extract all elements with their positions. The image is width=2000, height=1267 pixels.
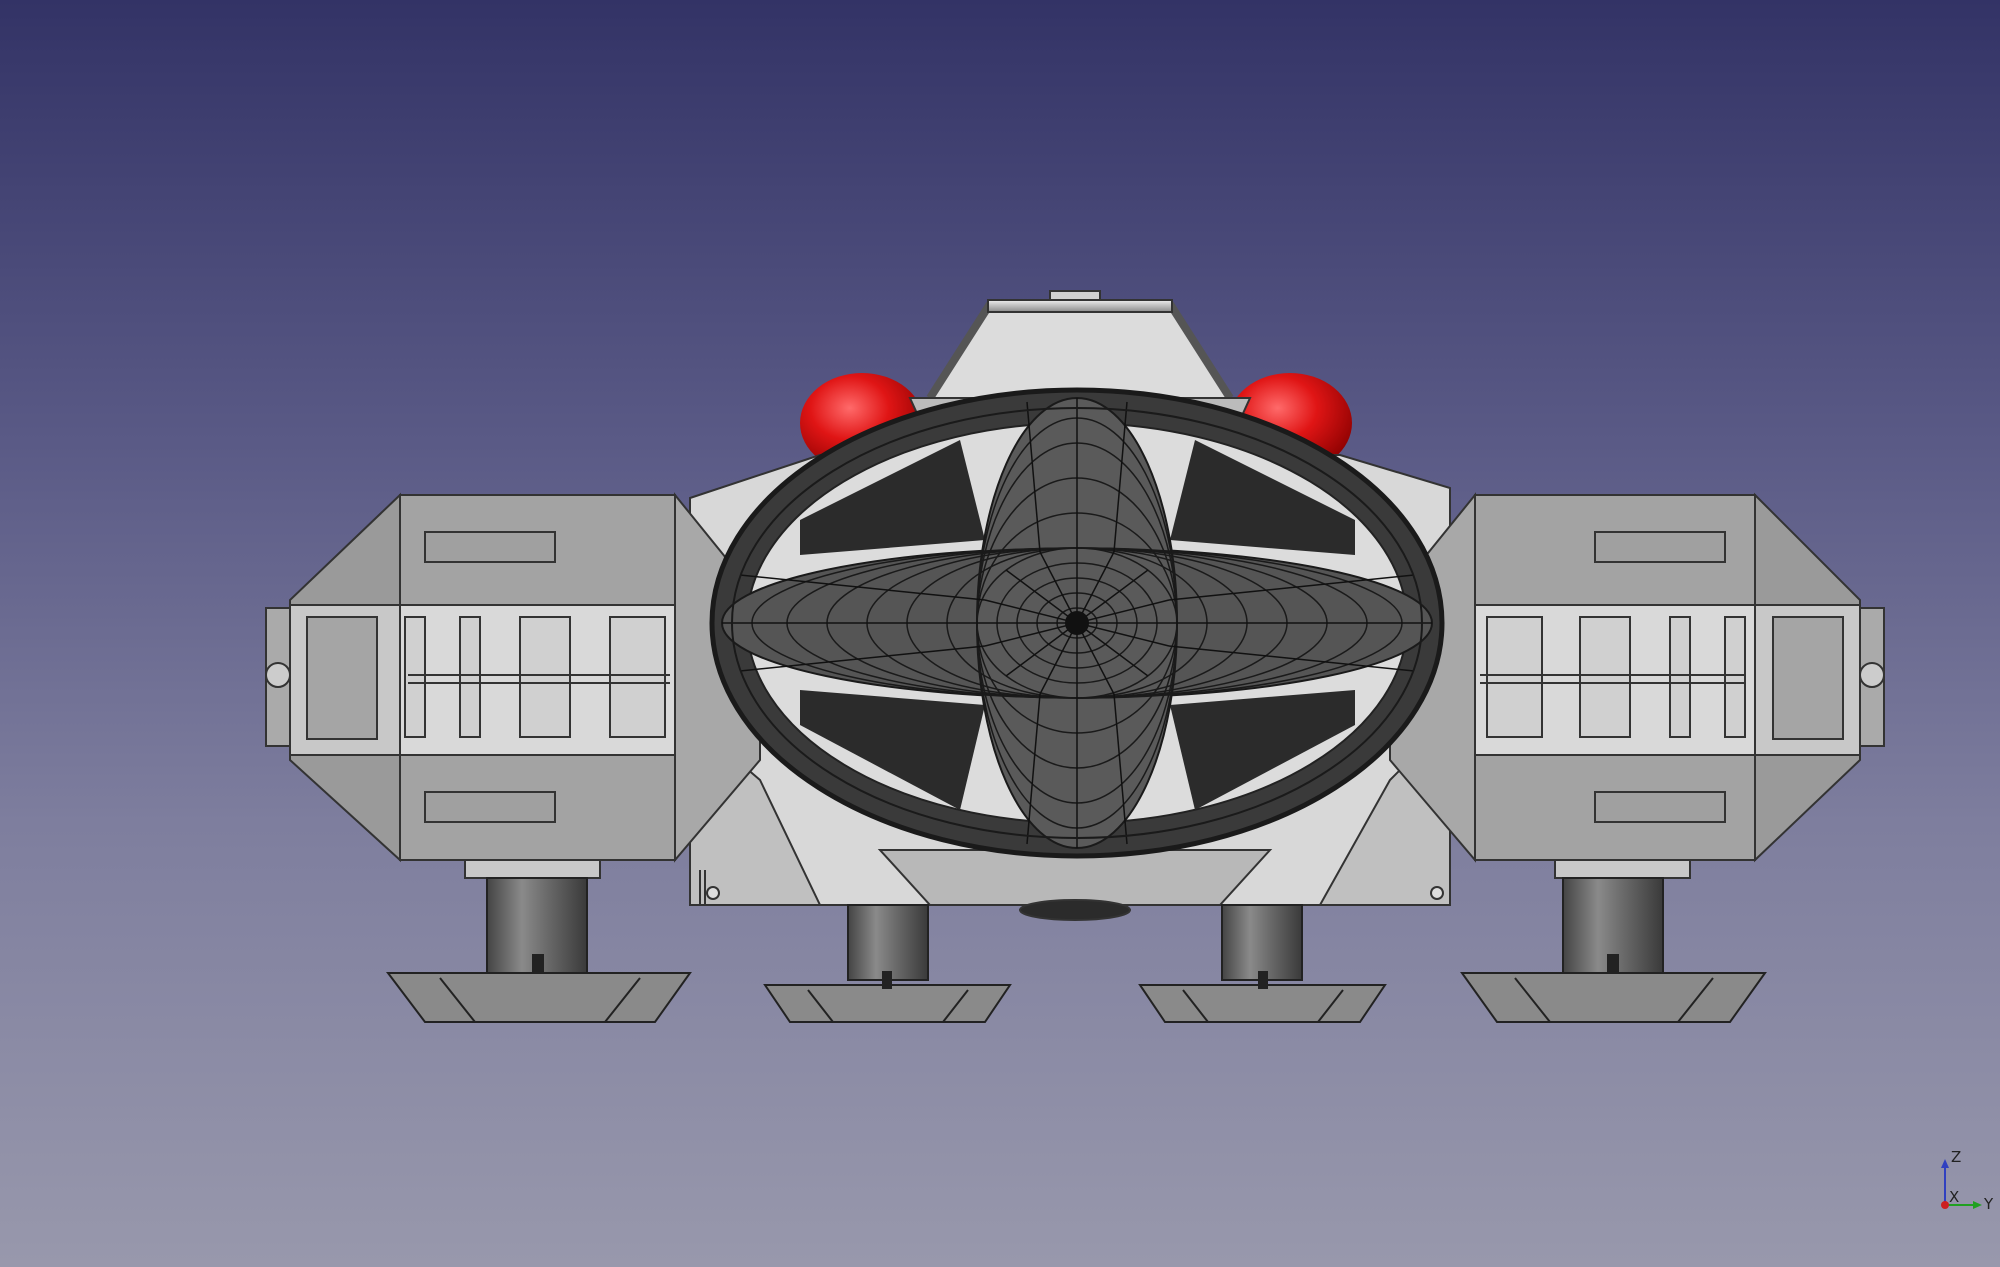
landing-leg-2 [763,904,1012,1023]
x-axis-dot [1941,1201,1949,1209]
left-side-pod [265,492,761,879]
x-axis-label: X [1949,1188,1959,1206]
central-engine-oval [709,387,1445,859]
landing-leg-1 [385,877,692,1023]
z-axis-label: Z [1951,1148,1961,1166]
landing-leg-4 [1460,877,1767,1023]
right-side-pod [1389,492,1885,879]
z-axis-arrow [1941,1159,1949,1168]
y-axis-label: Y [1983,1195,1994,1213]
landing-leg-3 [1138,904,1387,1023]
axis-orientation-indicator: Z X Y [1941,1148,1994,1213]
y-axis-arrow [1973,1201,1982,1209]
